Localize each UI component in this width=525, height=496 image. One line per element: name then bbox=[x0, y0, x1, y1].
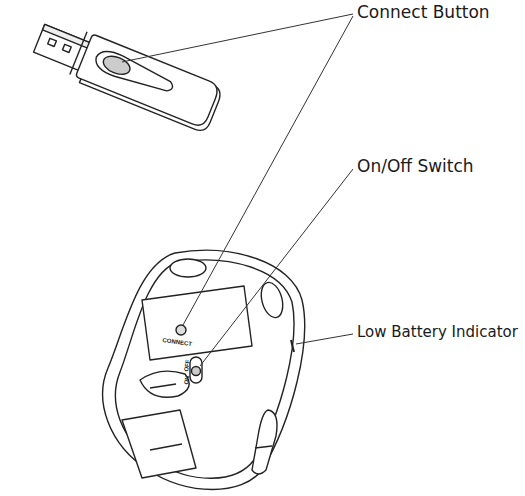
sensor-window bbox=[140, 371, 189, 397]
usb-receiver bbox=[29, 16, 224, 134]
usb-hole bbox=[48, 38, 57, 46]
mouse-shell bbox=[103, 250, 305, 489]
receiver-connect-button bbox=[101, 53, 133, 78]
sensor-line bbox=[150, 384, 176, 388]
leader-line bbox=[122, 14, 353, 62]
battery-door bbox=[142, 286, 252, 360]
mouse bbox=[103, 250, 305, 489]
receiver-button-recess bbox=[92, 47, 176, 98]
leader-line bbox=[200, 169, 353, 366]
pad-line bbox=[150, 444, 182, 450]
part-label: Low Battery Indicator bbox=[357, 324, 518, 341]
receiver-body bbox=[75, 34, 220, 128]
receiver-edge bbox=[70, 32, 87, 75]
leader-line bbox=[296, 334, 353, 344]
low-battery-led bbox=[291, 340, 294, 352]
mouse-foot bbox=[170, 259, 206, 277]
side-button-split bbox=[255, 446, 272, 448]
part-label: Connect Button bbox=[357, 3, 490, 23]
usb-hole bbox=[62, 44, 71, 52]
connect-button bbox=[176, 325, 186, 335]
mouse-pad bbox=[122, 410, 196, 478]
switch-slot bbox=[190, 357, 202, 383]
switch-knob bbox=[192, 367, 201, 376]
mouse-base bbox=[116, 260, 294, 478]
side-button bbox=[252, 410, 277, 474]
part-label: On/Off Switch bbox=[357, 157, 474, 177]
